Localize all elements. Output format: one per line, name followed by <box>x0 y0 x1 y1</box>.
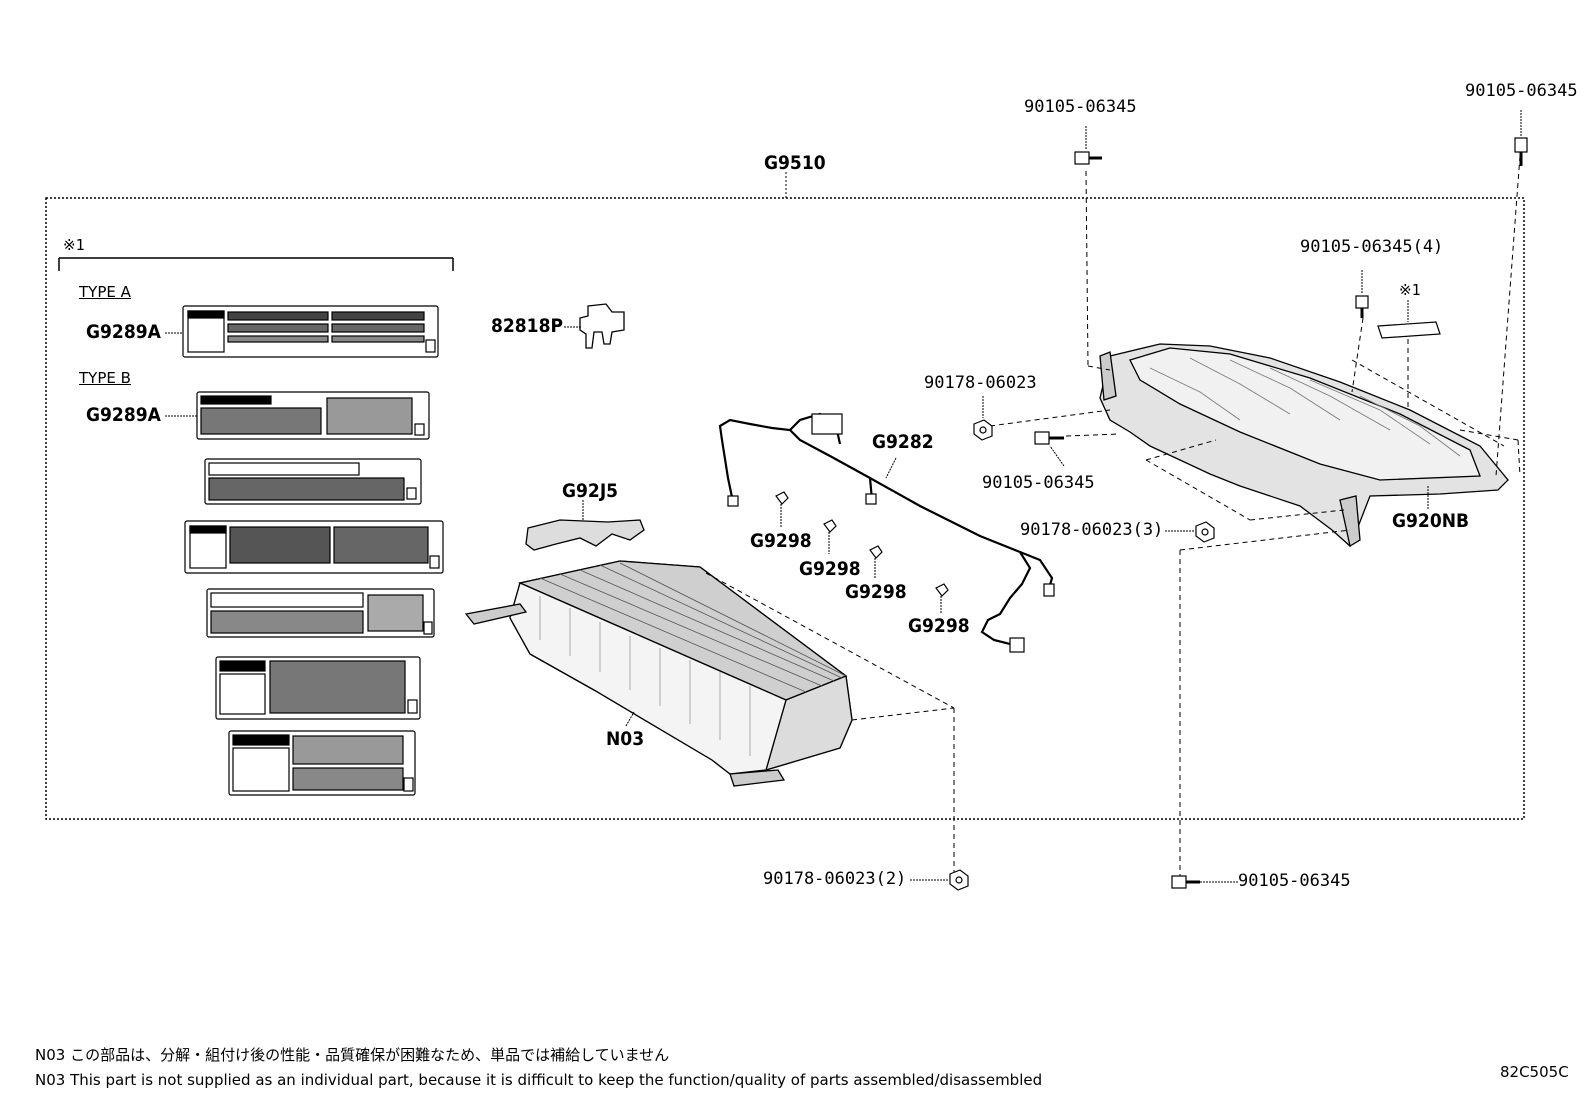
sticker-c <box>204 458 422 505</box>
note-english: N03 This part is not supplied as an indi… <box>35 1071 1043 1089</box>
cover-label-ref <box>1377 321 1441 339</box>
label-g9298-3: G9298 <box>845 581 907 603</box>
sticker-f <box>215 656 421 720</box>
label-bolt-x4: 90105-06345(4) <box>1300 237 1444 257</box>
label-assembly-g9510: G9510 <box>764 152 826 174</box>
clip-82818p <box>579 303 625 349</box>
bolt-top-right <box>1514 137 1528 166</box>
figure-code: 82C505C <box>1500 1063 1569 1081</box>
bolt-bottom <box>1171 875 1200 889</box>
battery-module-n03 <box>464 560 853 787</box>
cover-guides <box>989 155 1521 878</box>
sticker-b <box>196 391 430 440</box>
assembly-frame <box>45 197 1525 820</box>
label-g9298-1: G9298 <box>750 530 812 552</box>
nut-x3 <box>1195 521 1215 543</box>
label-n03: N03 <box>606 728 645 750</box>
bolt-mid <box>1034 431 1064 445</box>
label-g9298-4: G9298 <box>908 615 970 637</box>
note-japanese: N03 この部品は、分解・組付け後の性能・品質確保が困難なため、単品では補給して… <box>35 1046 670 1064</box>
label-nut-upper: 90178-06023 <box>924 373 1037 393</box>
nut-upper <box>973 419 993 441</box>
label-82818p: 82818P <box>491 315 563 337</box>
sticker-a <box>182 305 439 358</box>
label-ref-mark-small: ※1 <box>1399 281 1421 299</box>
label-group-bracket <box>58 257 454 271</box>
label-g9289a-a: G9289A <box>86 321 161 343</box>
bracket-g92j5 <box>525 519 645 551</box>
sticker-e <box>206 588 435 638</box>
label-bolt-mid: 90105-06345 <box>982 473 1095 493</box>
bolt-top-center <box>1074 151 1102 165</box>
sticker-d <box>184 520 444 574</box>
bolts <box>1034 137 1528 889</box>
leaders-g9298 <box>780 504 942 614</box>
fastener-leaders <box>910 110 1522 883</box>
label-nut-x3: 90178-06023(3) <box>1020 520 1164 540</box>
label-ref-note-mark: ※1 <box>63 236 85 254</box>
label-g9289a-b: G9289A <box>86 404 161 426</box>
label-type-a: TYPE A <box>79 283 131 301</box>
label-g92j5: G92J5 <box>562 480 619 502</box>
leader-g9282 <box>885 457 897 479</box>
leader-n03-label <box>625 711 635 727</box>
label-g9298-2: G9298 <box>799 558 861 580</box>
label-bolt-top-center: 90105-06345 <box>1024 97 1137 117</box>
nut-x2 <box>949 869 969 891</box>
sticker-h <box>228 730 416 796</box>
label-bolt-bottom: 90105-06345 <box>1238 871 1351 891</box>
label-type-b: TYPE B <box>79 369 131 387</box>
nuts <box>949 419 1215 891</box>
label-g920nb: G920NB <box>1392 510 1470 532</box>
label-bolt-top-right: 90105-06345 <box>1465 81 1578 101</box>
harness-connectors <box>727 413 1055 653</box>
label-g9282: G9282 <box>872 431 934 453</box>
label-nut-x2: 90178-06023(2) <box>763 869 907 889</box>
clips-g9298 <box>775 491 949 597</box>
leader-n03 <box>705 572 955 872</box>
bolt-x4 <box>1355 295 1369 318</box>
cover-g920nb <box>1099 343 1509 548</box>
